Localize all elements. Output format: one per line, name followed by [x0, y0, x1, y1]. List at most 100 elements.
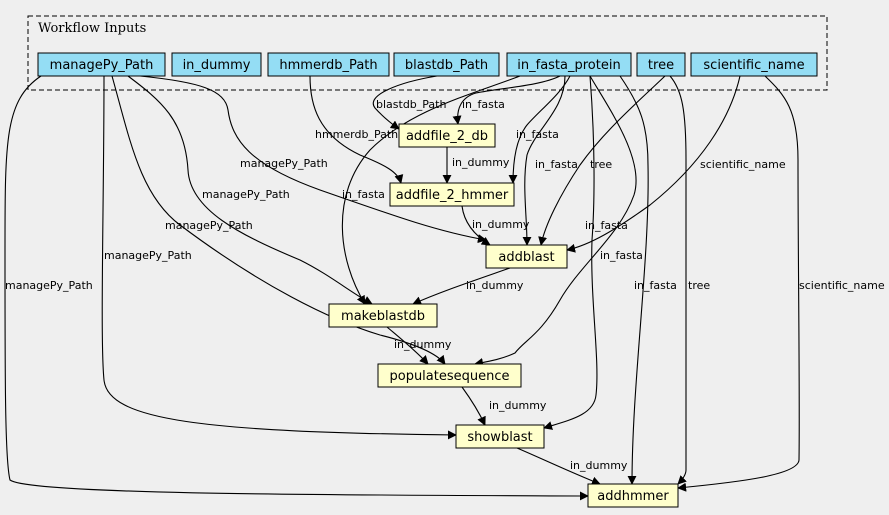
node-label: in_dummy: [183, 58, 251, 73]
edge-line: [543, 75, 598, 430]
edge-label: in_dummy: [452, 156, 510, 169]
process-node-addfile-2-db[interactable]: addfile_2_db: [398, 123, 496, 148]
edge-label: managePy_Path: [165, 219, 253, 232]
edge-label: managePy_Path: [5, 279, 93, 292]
edge-addfile_2_hmmer-to-addblast: in_dummy: [461, 205, 530, 246]
edge-label: in_dummy: [394, 338, 452, 351]
node-box: [37, 52, 166, 77]
edge-label: in_fasta: [585, 219, 628, 232]
edge-label: in_fasta: [342, 188, 385, 201]
process-node-populatesequence[interactable]: populatesequence: [377, 363, 522, 388]
node-box: [267, 52, 390, 77]
workflow-inputs-cluster: Workflow Inputs: [27, 15, 828, 91]
node-label: blastdb_Path: [405, 58, 488, 73]
cluster-border: [27, 15, 828, 91]
edge-label: in_dummy: [466, 279, 524, 292]
edge-in_fasta_protein-to-addhmmer: in_fasta: [619, 75, 677, 485]
input-node-hmmerdb-path[interactable]: hmmerdb_Path: [267, 52, 390, 77]
edge-scientific_name-to-addhmmer: scientific_name: [677, 75, 885, 492]
edge-addblast-to-makeblastdb: in_dummy: [412, 267, 524, 305]
edge-managePy_Path-to-addhmmer: managePy_Path: [4, 75, 589, 501]
edge-line: [508, 75, 571, 184]
edge-label: managePy_Path: [104, 249, 192, 262]
edge-label: tree: [590, 158, 612, 171]
node-label: addfile_2_hmmer: [396, 188, 509, 203]
edge-line: [127, 75, 373, 305]
node-box: [587, 483, 679, 508]
edge-line: [111, 75, 446, 365]
node-box: [393, 52, 500, 77]
node-label: tree: [648, 58, 674, 73]
node-label: makeblastdb: [341, 309, 425, 324]
edge-line: [538, 75, 666, 246]
process-node-addhmmer[interactable]: addhmmer: [587, 483, 679, 508]
node-box: [690, 52, 818, 77]
edge-line: [452, 75, 561, 125]
edge-in_fasta_protein-to-addblast: in_fasta: [522, 75, 578, 246]
edge-addfile_2_db-to-addfile_2_hmmer: in_dummy: [442, 147, 510, 184]
edge-line: [516, 447, 601, 486]
edge-label: in_fasta: [634, 279, 677, 292]
edge-line: [474, 75, 637, 367]
nodes-layer: managePy_Path in_dummy hmmerdb_Path blastdb…: [37, 52, 818, 508]
node-box: [377, 363, 522, 388]
node-box: [636, 52, 686, 77]
edge-hmmerdb_Path-to-addfile_2_hmmer: hmmerdb_Path: [309, 75, 404, 184]
node-box: [328, 303, 438, 328]
process-node-makeblastdb[interactable]: makeblastdb: [328, 303, 438, 328]
edge-in_fasta_protein-to-populatesequence: in_fasta: [474, 75, 637, 367]
edge-showblast-to-addhmmer: in_dummy: [516, 447, 628, 486]
edge-label: hmmerdb_Path: [315, 128, 398, 141]
input-node-in-fasta-protein[interactable]: in_fasta_protein: [506, 52, 632, 77]
edge-line: [677, 75, 800, 492]
node-box: [389, 182, 515, 207]
input-node-in-dummy[interactable]: in_dummy: [171, 52, 262, 77]
edge-line: [341, 75, 521, 305]
edge-line: [669, 75, 687, 485]
edge-line: [619, 75, 649, 485]
edge-label: in_fasta: [462, 98, 505, 111]
edge-label: in_fasta: [535, 158, 578, 171]
input-node-blastdb-path[interactable]: blastdb_Path: [393, 52, 500, 77]
node-label: managePy_Path: [50, 58, 154, 73]
edge-line: [4, 75, 589, 501]
edge-in_fasta_protein-to-addfile_2_db: in_fasta: [452, 75, 561, 125]
edge-label: in_dummy: [489, 399, 547, 412]
edge-label: managePy_Path: [240, 157, 328, 170]
edge-label: managePy_Path: [202, 188, 290, 201]
edge-managePy_Path-to-showblast: managePy_Path: [101, 75, 457, 440]
edge-populatesequence-to-showblast: in_dummy: [461, 386, 547, 426]
node-label: populatesequence: [389, 369, 509, 384]
edge-line: [139, 75, 487, 244]
node-label: addhmmer: [597, 489, 669, 504]
edge-label: in_dummy: [570, 459, 628, 472]
edge-label: scientific_name: [799, 279, 885, 292]
process-node-showblast[interactable]: showblast: [455, 424, 545, 449]
input-node-scientific-name[interactable]: scientific_name: [690, 52, 818, 77]
edge-line: [522, 75, 566, 246]
node-label: in_fasta_protein: [517, 58, 620, 73]
edge-line: [412, 267, 511, 305]
cluster-title: Workflow Inputs: [38, 21, 146, 36]
edge-line: [309, 75, 404, 184]
node-box: [171, 52, 262, 77]
node-label: addblast: [498, 250, 554, 265]
process-node-addblast[interactable]: addblast: [485, 244, 568, 269]
input-node-tree[interactable]: tree: [636, 52, 686, 77]
node-box: [455, 424, 545, 449]
edge-makeblastdb-to-populatesequence: in_dummy: [386, 326, 452, 365]
edge-in_fasta_protein-to-makeblastdb: in_fasta: [341, 75, 521, 305]
process-node-addfile-2-hmmer[interactable]: addfile_2_hmmer: [389, 182, 515, 207]
edge-managePy_Path-to-addblast: managePy_Path: [139, 75, 487, 244]
node-box: [398, 123, 496, 148]
edge-tree-to-addblast: tree: [538, 75, 666, 246]
input-node-managepy-path[interactable]: managePy_Path: [37, 52, 166, 77]
node-label: scientific_name: [703, 58, 804, 73]
edge-label: in_fasta: [600, 249, 643, 262]
edge-managePy_Path-to-populatesequence: managePy_Path: [111, 75, 446, 365]
node-label: hmmerdb_Path: [279, 58, 377, 73]
edge-managePy_Path-to-makeblastdb: managePy_Path: [127, 75, 373, 305]
edge-in_fasta_protein-to-showblast: in_fasta: [543, 75, 643, 430]
edge-line: [461, 205, 491, 246]
